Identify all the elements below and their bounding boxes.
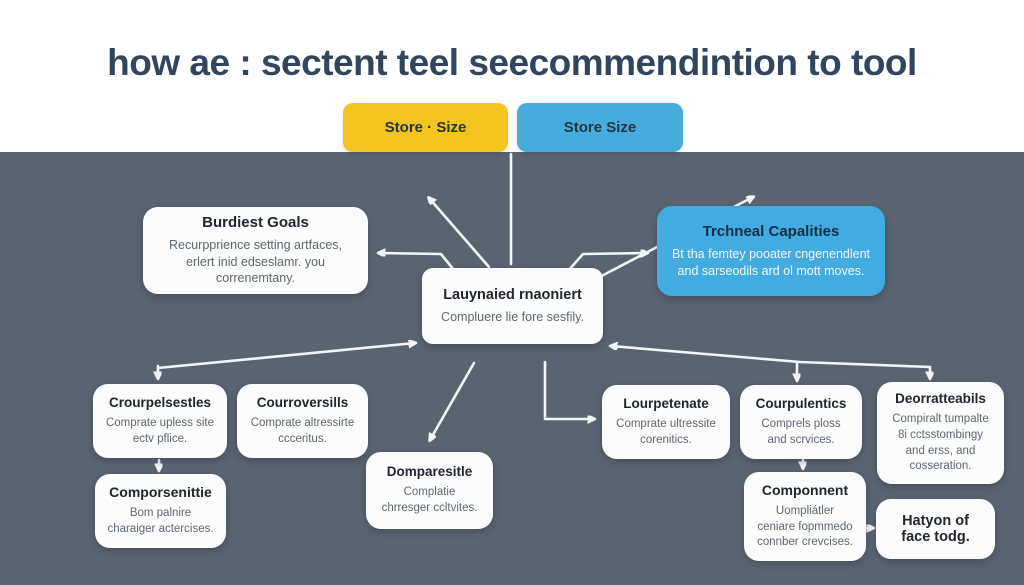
top-box-label: Store · Size	[384, 119, 467, 136]
node-body: Comprate upless site ectv pflice.	[105, 416, 215, 445]
node-courpulentics: Courpulentics Comprels ploss and scrvice…	[740, 385, 862, 459]
top-box-store-size-yellow: Store · Size	[343, 103, 508, 152]
node-body: Compiralt tumpalte 8i cctsstombingy and …	[892, 413, 989, 473]
node-componnent: Componnent Uompliátler ceniare fopmmedo …	[744, 472, 866, 561]
node-title: Trchneal Capalities	[702, 222, 840, 240]
node-title: Deorratteabils	[895, 391, 986, 407]
node-body: Bt tha femtey pooater cngenendlent and s…	[671, 246, 871, 278]
top-box-label: Store Size	[563, 119, 637, 136]
node-title: Courroversills	[256, 394, 349, 410]
node-comporsenittie: Comporsenittie Bom palnire charaiger act…	[95, 474, 226, 548]
node-body: Comprate ultressite corenitics.	[616, 417, 716, 446]
node-title: Lauynaied rnaoniert	[443, 286, 582, 303]
node-title: Hatyon of face todg.	[901, 513, 970, 545]
node-lourpetenate: Lourpetenate Comprate ultressite corenit…	[602, 385, 730, 459]
node-body: Recurpprience setting artfaces, erlert i…	[168, 237, 342, 286]
node-center: Lauynaied rnaoniert Compluere lie fore s…	[422, 268, 603, 344]
node-title: Comporsenittie	[109, 484, 212, 501]
node-crourpelsestles: Crourpelsestles Comprate upless site ect…	[93, 384, 227, 458]
node-title: Componnent	[761, 482, 849, 499]
node-courroversills: Courroversills Comprate altressirte ccce…	[237, 384, 368, 458]
node-title: Lourpetenate	[623, 395, 709, 411]
node-body: Compluere lie fore sesfily.	[441, 309, 584, 324]
node-burdiest-goals: Burdiest Goals Recurpprience setting art…	[143, 207, 368, 294]
node-domparesitle: Domparesitle Complatie chrresger ccltvit…	[366, 452, 493, 529]
node-title: Burdiest Goals	[202, 213, 309, 231]
node-title: Domparesitle	[386, 464, 473, 480]
node-deorratteabils: Deorratteabils Compiralt tumpalte 8i cct…	[877, 382, 1004, 484]
node-technical-capabilities: Trchneal Capalities Bt tha femtey pooate…	[657, 206, 885, 296]
node-body: Comprate altressirte ccceritus.	[250, 416, 355, 445]
node-title: Crourpelsestles	[108, 394, 212, 410]
node-title: Courpulentics	[755, 395, 847, 411]
node-hatyon-of-face: Hatyon of face todg.	[876, 499, 995, 559]
node-body: Uompliátler ceniare fopmmedo connber cre…	[757, 505, 853, 549]
node-body: Complatie chrresger ccltvites.	[381, 486, 478, 514]
node-body: Bom palnire charaiger actercises.	[107, 507, 214, 535]
top-box-store-size-blue: Store Size	[517, 103, 683, 152]
page-title: how ae : sectent teel seecommendintion t…	[107, 42, 917, 83]
node-body: Comprels ploss and scrvices.	[761, 417, 841, 446]
